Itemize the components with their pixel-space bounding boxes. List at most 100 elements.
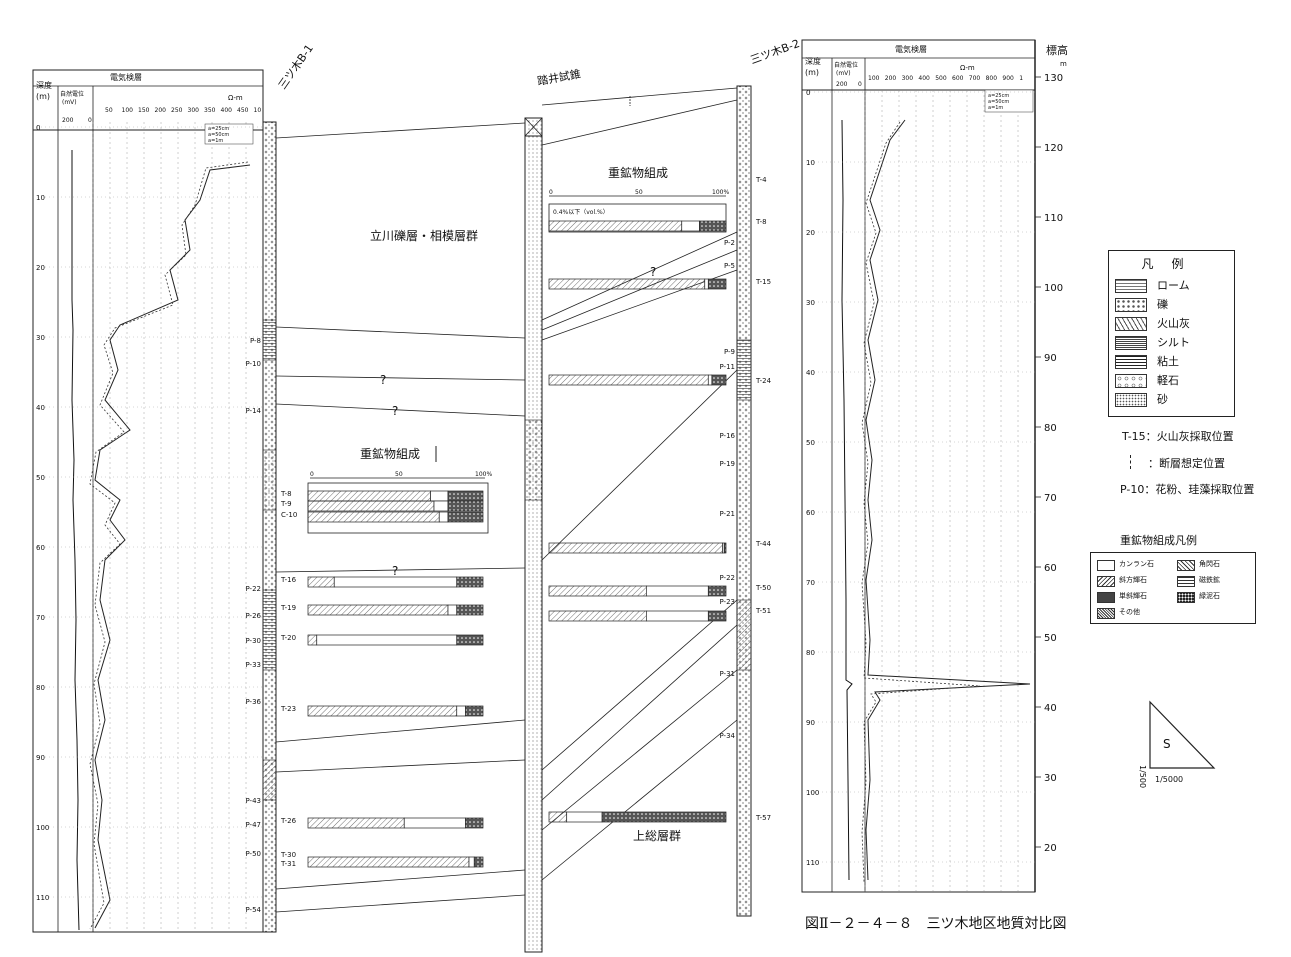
hm-bar-segment (681, 220, 700, 232)
right-depth-tick: 110 (806, 859, 819, 867)
left-res-tick: 150 (138, 107, 150, 114)
left-res-unit: Ω-m (228, 94, 243, 102)
hm-bar-segment (307, 490, 431, 502)
hm-bar-segment (711, 374, 727, 386)
right-depth-tick: 50 (806, 439, 815, 447)
pollen-sample-b1: P-10 (245, 360, 261, 368)
hm-bar-segment (456, 576, 484, 588)
left-depth-tick: 20 (36, 264, 45, 272)
borehole-b2-column: 三ツ木B-2 (736, 37, 801, 917)
left-depth-label: 深度 (36, 80, 52, 90)
right-depth-tick: 20 (806, 229, 815, 237)
right-curve-legend-3: a=1m (988, 105, 1003, 111)
right-depth-tick: 100 (806, 789, 819, 797)
pollen-sample-b1: P-8 (250, 337, 261, 345)
elevation-tick: 40 (1044, 703, 1057, 714)
left-res-tick: 250 (171, 107, 183, 114)
hm-bar-segment (403, 817, 466, 829)
hm-left-scale-0: 0 (310, 471, 314, 478)
elevation-label: 標高 (1046, 43, 1068, 57)
legend-item-gravel: 礫 (1115, 296, 1230, 312)
elevation-tick: 110 (1044, 213, 1063, 224)
hm-bar-segment (704, 278, 709, 290)
tephra-sample-left: T-16 (280, 576, 297, 584)
pollen-sample-b2: P-23 (719, 598, 735, 606)
legend-item-sand: 砂 (1115, 391, 1230, 407)
hm-legend: カンラン石 斜方輝石 単斜輝石 角閃石 磁鉄鉱 緑泥石 その他 (1090, 552, 1256, 624)
left-depth-tick: 60 (36, 544, 45, 552)
left-res-tick: 50 (105, 107, 113, 114)
hm-bar-segment (699, 220, 727, 232)
scale-horizontal: 1/5000 (1155, 775, 1183, 784)
legend-item-silt: シルト (1115, 334, 1230, 350)
hm-bar-segment (316, 634, 458, 646)
left-res-tick: 300 (188, 107, 200, 114)
hm-bar-segment (456, 705, 466, 717)
question-mark-1: ? (380, 373, 386, 387)
hm-bar-segment (433, 500, 449, 512)
elevation-tick: 100 (1044, 283, 1063, 294)
pollen-sample-b1: P-14 (245, 407, 261, 415)
left-depth-unit: (m) (36, 92, 50, 101)
right-resistivity-curve-1 (865, 119, 1031, 881)
hm-bar-segment (456, 634, 484, 646)
scale-vertical: 1/500 (1138, 765, 1147, 788)
hm-title-right: 重鉱物組成 (608, 165, 668, 180)
hm-bar-segment (548, 374, 709, 386)
hm-title-left: 重鉱物組成 (360, 446, 420, 461)
tephra-sample-left: T-23 (280, 705, 296, 713)
tephra-left: T-8T-9C-10T-16T-19T-20T-23T-26T-30T-31 (280, 490, 297, 868)
right-res-tick: 600 (952, 75, 964, 82)
pollen-sample-b2: P-19 (719, 460, 735, 468)
left-depth-tick: 50 (36, 474, 45, 482)
left-sp-label: 自然電位 (60, 90, 84, 98)
hm-bar-segment (707, 585, 727, 597)
right-depth-tick: 70 (806, 579, 815, 587)
elevation-tick: 20 (1044, 843, 1057, 854)
pollen-sample-b1: P-33 (245, 661, 261, 669)
tephra-sample-b2: T-57 (755, 814, 771, 822)
left-curve-legend-1: a=25cm (208, 126, 229, 132)
figure-caption: 図Ⅱ－２－４－８ 三ツ木地区地質対比図 (805, 916, 1067, 932)
elevation-tick: 50 (1044, 633, 1057, 644)
hm-right-scale-50: 50 (635, 189, 643, 196)
hm-bar-segment (465, 817, 484, 829)
hm-legend-cpx: 単斜輝石 (1097, 591, 1177, 603)
formation-lower-label: 上総層群 (633, 829, 681, 843)
right-sp-curve (841, 119, 853, 881)
hm-left-axis: 0 50 100% (307, 471, 492, 534)
right-resistivity-curve-2 (861, 121, 981, 883)
right-curve-legend-2: a=50cm (988, 99, 1009, 105)
left-res-tick: 400 (221, 107, 233, 114)
hm-bar-segment (307, 576, 335, 588)
hm-bar-segment (307, 634, 318, 646)
left-resistivity-curve-1 (94, 164, 251, 929)
tephra-sample-b2: T-44 (755, 540, 772, 548)
right-res-tick: 100 (868, 75, 880, 82)
legend-item-volcanic-ash: 火山灰 (1115, 315, 1230, 331)
left-res-tick: 10 (254, 107, 262, 114)
pollen-sample-b1: P-30 (245, 637, 261, 645)
hm-right-scale-0: 0 (549, 189, 553, 196)
pollen-sample-b2: P-34 (719, 732, 735, 740)
right-res-tick: 1 (1019, 75, 1023, 82)
right-sp-zero: 0 (858, 81, 862, 88)
pollen-sample-b2: P-9 (724, 348, 735, 356)
pollen-sample-b1: P-43 (245, 797, 261, 805)
pollen-sample-b2: P-11 (719, 363, 735, 371)
hm-legend-opx: 斜方輝石 (1097, 575, 1177, 587)
hm-bar-segment (447, 490, 484, 502)
hm-bar-segment (447, 604, 458, 616)
hm-bar-segment (707, 610, 727, 622)
hm-bar-segment (333, 576, 458, 588)
pollen-sample-b1: P-50 (245, 850, 261, 858)
legend-title: 凡例 (1141, 257, 1202, 271)
hm-bar-segment (307, 705, 458, 717)
lithology-legend: 凡例 ローム 礫 火山灰 シルト 粘土 軽石 砂 (1108, 250, 1235, 417)
hm-bar-segment (473, 856, 484, 868)
tephra-sample-left: T-20 (280, 634, 296, 642)
hm-bar-segment (601, 811, 727, 823)
hm-bar-segment (456, 604, 484, 616)
right-res-tick: 500 (935, 75, 947, 82)
